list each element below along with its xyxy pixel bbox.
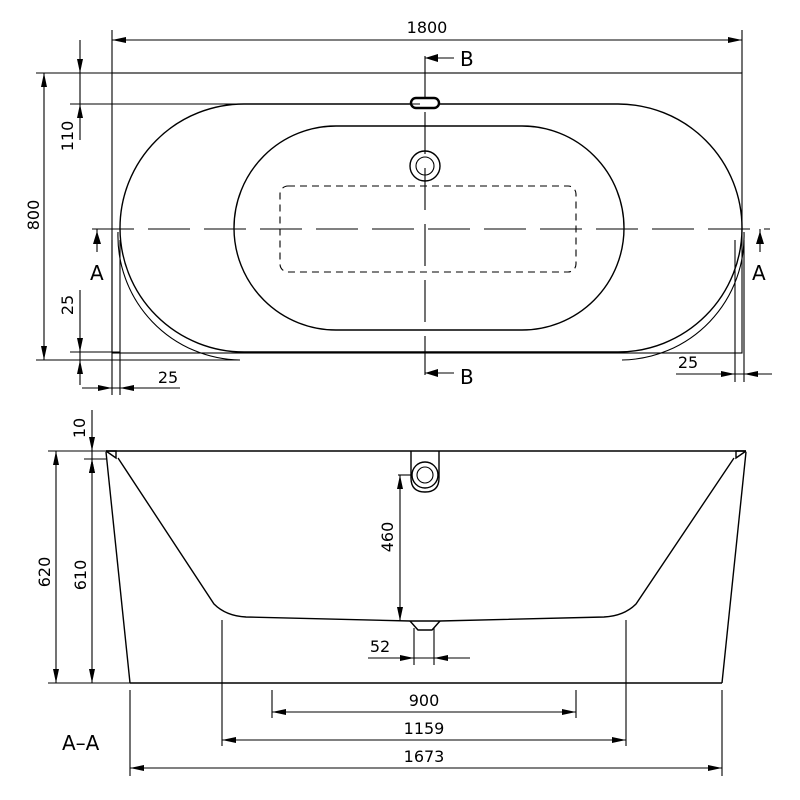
- dim-110-arrow-top: [77, 59, 83, 73]
- section-overflow-outer: [411, 461, 439, 489]
- dim-25v-label: 25: [58, 295, 77, 315]
- dim-800-arrow-bottom: [41, 346, 47, 360]
- dim-52-label: 52: [370, 637, 390, 656]
- section-b-bottom-arrow: [425, 369, 438, 377]
- section-a-right-arrow: [756, 231, 764, 244]
- section-rim-left-end: [105, 450, 117, 460]
- dim-610-arrow-bottom: [89, 669, 95, 683]
- dim-610-label: 610: [71, 560, 90, 591]
- dim-25h-arrow-left: [98, 385, 112, 391]
- section-b-top-arrow: [425, 54, 438, 62]
- section-title: A–A: [62, 731, 100, 755]
- dim-1159-arrow-right: [612, 737, 626, 743]
- dim-1159-arrow-left: [222, 737, 236, 743]
- plan-outer-frame: [111, 72, 743, 354]
- dim-1673-arrow-right: [708, 765, 722, 771]
- dim-110-arrow-bottom: [77, 104, 83, 118]
- dim-900-arrow-left: [272, 709, 286, 715]
- dim-25h-label: 25: [158, 368, 178, 387]
- section-drain: [409, 620, 441, 631]
- section-b-top-label: B: [460, 47, 474, 71]
- dim-460-arrow-bottom: [397, 607, 403, 621]
- dim-900-arrow-right: [562, 709, 576, 715]
- dim-460-arrow-top: [397, 475, 403, 489]
- section-inner-basin: [117, 457, 735, 622]
- dim-800-arrow-top: [41, 73, 47, 87]
- plan-inner-basin: [233, 125, 625, 331]
- section-a-left-label: A: [90, 261, 104, 285]
- dim-25r-label: 25: [678, 353, 698, 372]
- section-overflow-inner: [416, 466, 434, 484]
- plan-outer-oval: [119, 103, 743, 353]
- overflow-outer-ring: [409, 150, 441, 182]
- dim-900-label: 900: [409, 691, 440, 710]
- dim-25h-arrow-right: [120, 385, 134, 391]
- plan-filler-spout: [409, 96, 441, 110]
- section-overflow-housing: [410, 451, 440, 493]
- dim-25r-arrow-right: [744, 371, 758, 377]
- dim-1673-label: 1673: [404, 747, 445, 766]
- dim-10-label: 10: [70, 418, 89, 438]
- plan-base-curve-left: [117, 231, 241, 361]
- dim-620-label: 620: [35, 557, 54, 588]
- plan-base-curve-right: [621, 231, 745, 361]
- dim-1673-arrow-left: [130, 765, 144, 771]
- section-outer-wall-left: [105, 451, 131, 684]
- dim-52-arrow-right: [434, 655, 448, 661]
- dim-1800-arrow-right: [728, 37, 742, 43]
- dim-1800-label: 1800: [407, 18, 448, 37]
- dim-800-label: 800: [24, 200, 43, 231]
- dim-620-arrow-top: [53, 451, 59, 465]
- overflow-inner-ring: [415, 156, 435, 176]
- dim-10-arrow-top: [89, 437, 95, 451]
- dim-110-label: 110: [58, 121, 77, 152]
- section-rim-right-end: [735, 450, 747, 460]
- plan-view: 1800 800 110 25 25 25: [24, 18, 772, 395]
- section-outer-wall-right: [721, 451, 747, 684]
- dim-25r-arrow-left: [721, 371, 735, 377]
- dim-460-label: 460: [378, 522, 397, 553]
- section-a-left-arrow: [93, 231, 101, 244]
- dim-1159-label: 1159: [404, 719, 445, 738]
- section-b-bottom-label: B: [460, 365, 474, 389]
- dim-52-arrow-left: [400, 655, 414, 661]
- dim-25v-arrow-bottom: [77, 360, 83, 374]
- dim-25v-arrow-top: [77, 338, 83, 352]
- section-view: 10 620 610 460 52 900: [35, 410, 747, 776]
- section-a-right-label: A: [752, 261, 766, 285]
- dim-1800-arrow-left: [112, 37, 126, 43]
- dim-620-arrow-bottom: [53, 669, 59, 683]
- dim-610-arrow-top: [89, 459, 95, 473]
